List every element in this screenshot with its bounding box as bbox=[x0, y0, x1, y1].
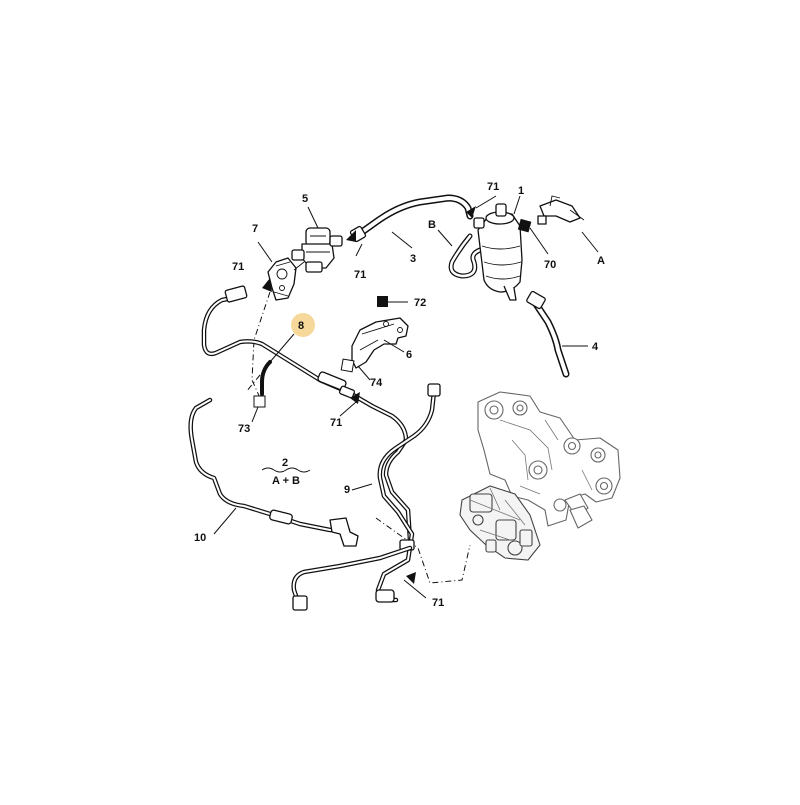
marker-71-top bbox=[466, 206, 476, 218]
leader-lines bbox=[213, 195, 599, 599]
marker-73 bbox=[253, 395, 266, 408]
hose-8 bbox=[260, 360, 272, 396]
callout-70: 70 bbox=[544, 259, 556, 271]
callout-9: 9 bbox=[344, 484, 350, 496]
part-4-hose bbox=[526, 290, 570, 378]
high-pressure-pump bbox=[459, 485, 541, 561]
marker-71-center bbox=[350, 392, 360, 404]
marker-71-bottom bbox=[406, 572, 416, 584]
callout-6: 6 bbox=[406, 349, 412, 361]
callout-71-mid: 71 bbox=[354, 269, 366, 281]
note-divider bbox=[261, 467, 311, 473]
callout-5: 5 bbox=[302, 193, 308, 205]
square-markers bbox=[253, 218, 532, 408]
callout-71-center: 71 bbox=[330, 417, 342, 429]
callout-74: 74 bbox=[370, 377, 383, 389]
pipe-10 bbox=[188, 397, 413, 611]
callout-7: 7 bbox=[252, 223, 258, 235]
triangle-markers bbox=[262, 206, 476, 584]
callout-73: 73 bbox=[238, 423, 250, 435]
feed-line-upper bbox=[201, 285, 413, 543]
highlight-item-8 bbox=[291, 313, 315, 337]
note-2: 2 A + B bbox=[261, 457, 311, 487]
callout-71-left: 71 bbox=[232, 261, 244, 273]
marker-70 bbox=[517, 218, 532, 233]
callout-1: 1 bbox=[518, 185, 524, 197]
part-6-bracket bbox=[351, 317, 409, 369]
marker-71-left bbox=[262, 278, 272, 292]
pipe-9 bbox=[375, 383, 441, 603]
marker-74 bbox=[340, 358, 355, 373]
callout-71-top: 71 bbox=[487, 181, 499, 193]
callout-72: 72 bbox=[414, 297, 426, 309]
part-3-hose bbox=[349, 194, 474, 243]
callout-4: 4 bbox=[592, 341, 599, 353]
part-7-bracket bbox=[267, 257, 297, 301]
callout-labels: 1 3 4 5 6 7 8 9 10 71 71 71 71 71 70 72 … bbox=[194, 181, 605, 609]
assembly-lines bbox=[245, 291, 471, 584]
callout-8: 8 bbox=[298, 320, 304, 332]
note-number: 2 bbox=[282, 457, 288, 469]
callout-3: 3 bbox=[410, 253, 416, 265]
callout-a: A bbox=[597, 255, 605, 267]
part-5-valve bbox=[291, 227, 343, 273]
part-1-fuel-filter bbox=[473, 203, 523, 301]
marker-72 bbox=[377, 296, 388, 307]
connector-5-7 bbox=[293, 261, 305, 271]
marker-71-mid bbox=[346, 230, 356, 242]
callout-10: 10 bbox=[194, 532, 206, 544]
part-b-loop bbox=[448, 233, 483, 279]
callout-b: B bbox=[428, 219, 436, 231]
part-a-clip bbox=[537, 195, 585, 225]
note-formula: A + B bbox=[272, 475, 300, 487]
callout-71-bottom: 71 bbox=[432, 597, 444, 609]
engine-block bbox=[477, 391, 621, 529]
